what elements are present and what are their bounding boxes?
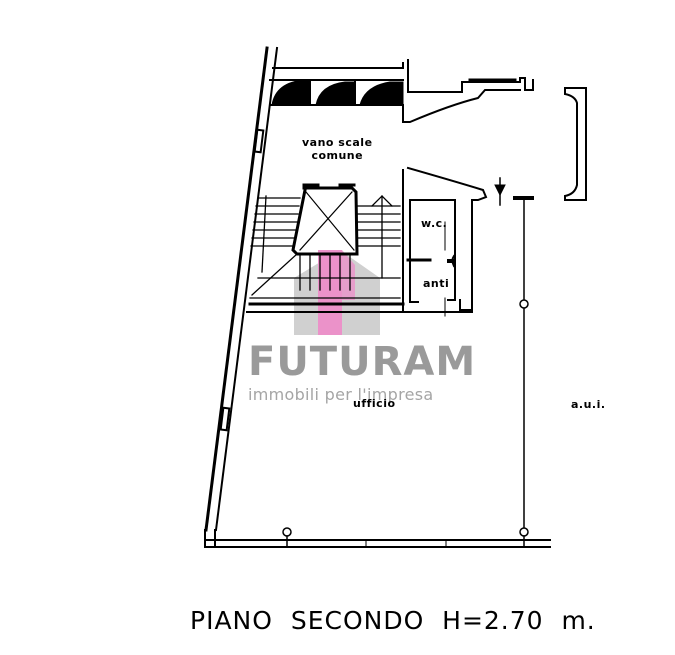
stair-core: [246, 183, 473, 313]
bottom-wall: [204, 527, 551, 548]
wc-block-wall: [402, 166, 488, 317]
room-label-ufficio: ufficio: [353, 397, 396, 410]
room-label-wc: w.c.: [421, 217, 448, 230]
room-label-anti: anti: [423, 277, 450, 290]
vano-scale-line2: comune: [311, 149, 364, 162]
room-label-vano-scale: vano scale comune: [302, 136, 373, 162]
futuram-logo-mark: [294, 250, 380, 335]
vano-scale-line1: vano scale: [302, 136, 373, 149]
top-wall: [269, 59, 534, 123]
watermark-brand: FUTURAM: [248, 339, 477, 385]
watermark-tagline: immobili per l'impresa: [248, 385, 434, 404]
room-label-aui: a.u.i.: [571, 398, 606, 411]
right-column: [564, 87, 587, 201]
right-partition: [494, 177, 534, 537]
floor-caption: PIANO SECONDO H=2.70 m.: [190, 606, 596, 635]
